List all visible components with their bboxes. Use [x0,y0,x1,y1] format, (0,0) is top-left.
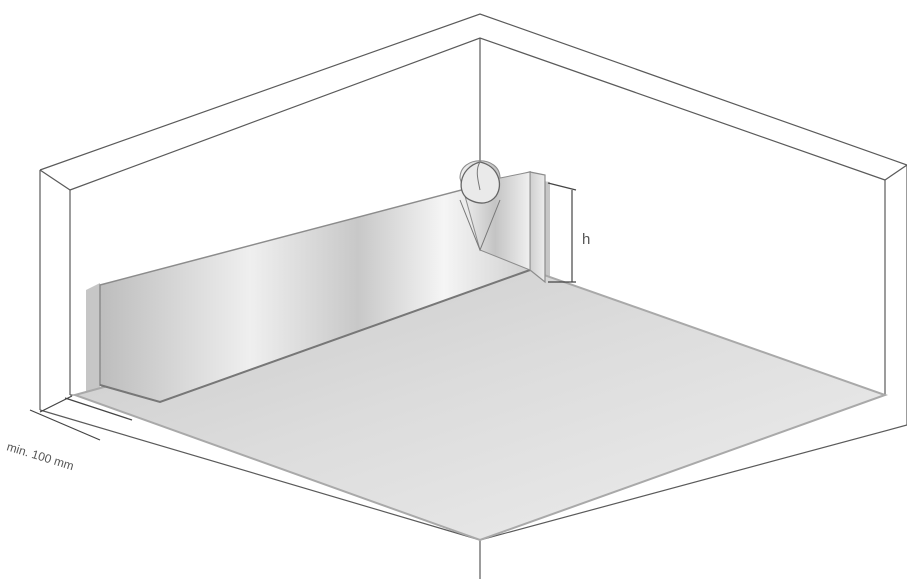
corner-fold-teardrop [460,161,501,204]
min-distance-extension-inner [64,397,133,421]
right-wall-sheet [529,171,546,284]
height-label: h [582,231,590,248]
height-dimension [547,182,577,283]
min-distance-extension-outer [29,409,101,441]
outer-wall-edge [39,13,907,171]
height-dimension-top-tick [547,182,577,191]
min-distance-dimension-line [39,395,73,413]
min-distance-label: min. 100 mm [5,439,75,473]
bottom-left-edge [39,409,481,541]
left-wall-sheet-bottom-fold [99,269,531,404]
left-wall-top-cap [39,169,71,191]
left-wall-backing-strip [86,283,100,396]
room-outline [39,13,907,579]
right-wall-top-cap [884,164,907,181]
corner-fold-seam [459,161,501,252]
min-distance-dimension [29,395,133,441]
bottom-right-edge [479,424,907,541]
